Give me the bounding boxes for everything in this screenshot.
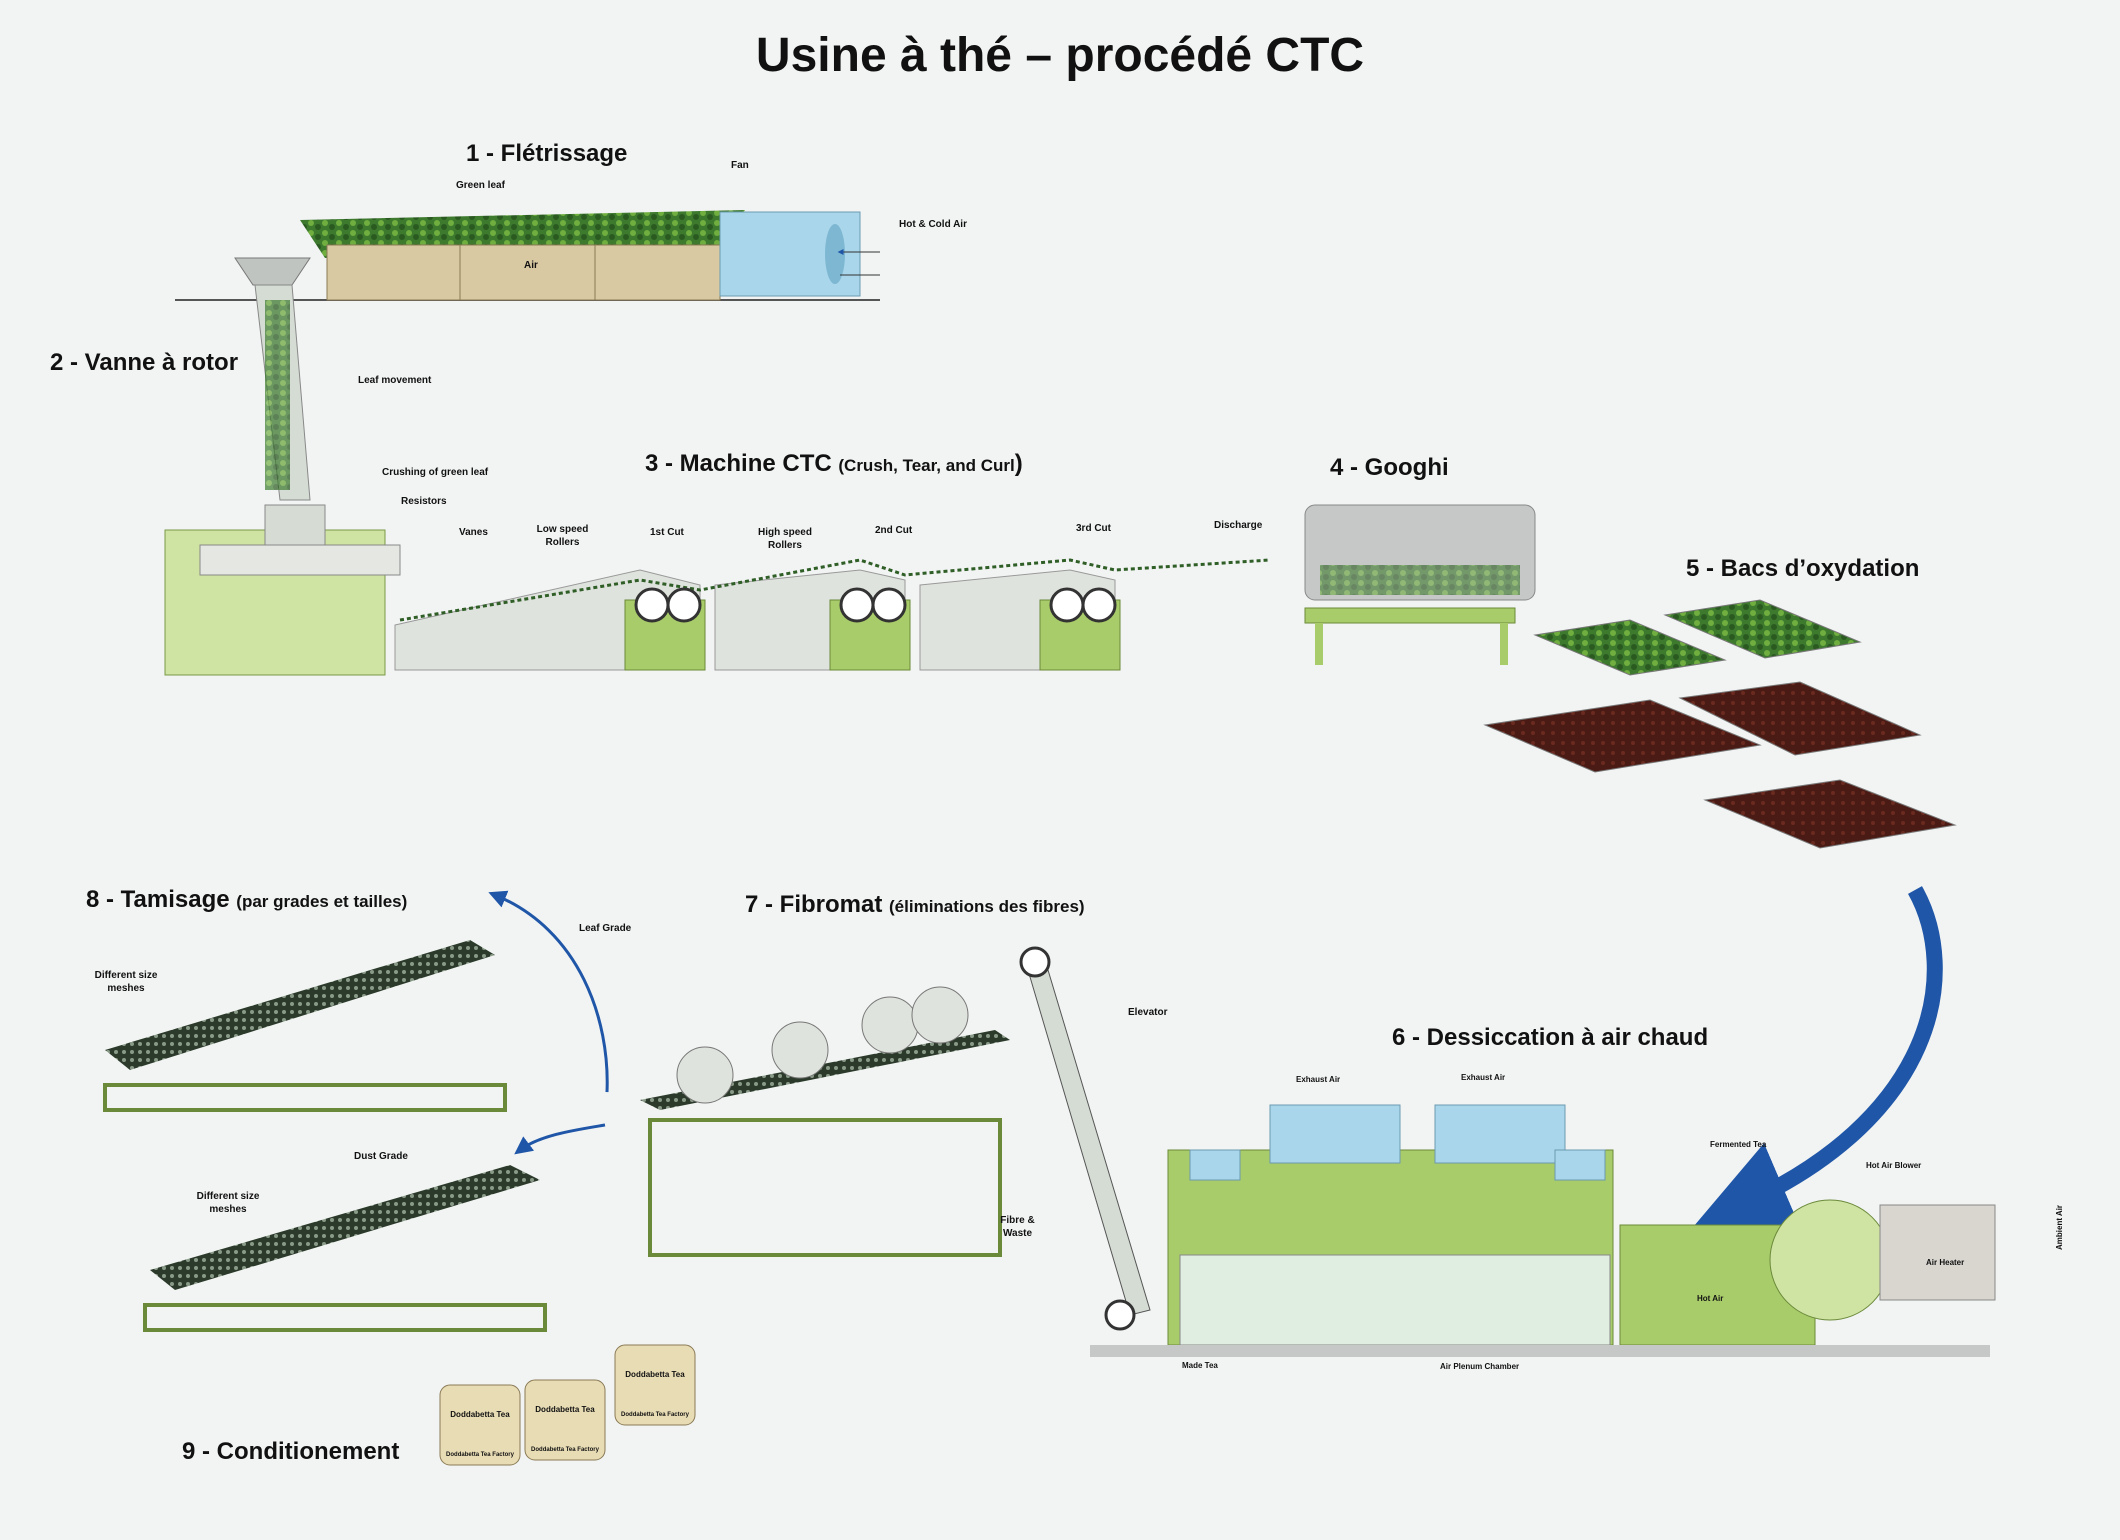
step-3-title: 3 - Machine CTC (645, 450, 832, 477)
bag-factory-3: Doddabetta Tea Factory (621, 1412, 689, 1418)
step-6-label: 6 - Dessiccation à air chaud (1392, 1024, 1709, 1051)
annotation-fibre-waste: Fibre & Waste (1000, 1215, 1035, 1239)
step-9-label: 9 - Conditionement (182, 1438, 400, 1465)
flow-arrow-oxidation-to-dryer (1694, 886, 1943, 1232)
annotation-vanes: Vanes (459, 527, 488, 538)
annotation-resistors: Resistors (401, 496, 447, 507)
step-8-title: 8 - Tamisage (86, 886, 230, 913)
bag-label-3: Doddabetta Tea (625, 1370, 685, 1379)
withering-trough (175, 210, 880, 301)
step-3-subtitle: (Crush, Tear, and Curl (838, 456, 1015, 475)
annotation-dust-grade: Dust Grade (354, 1151, 408, 1162)
step-8-label: 8 - Tamisage (par grades et tailles) (86, 886, 407, 914)
bag-label-2: Doddabetta Tea (535, 1405, 595, 1414)
googhi-drum (1304, 504, 1536, 665)
step-2-label: 2 - Vanne à rotor (50, 349, 239, 376)
annotation-exhaust-air-1: Exhaust Air (1296, 1075, 1341, 1084)
bag-factory-2: Doddabetta Tea Factory (531, 1447, 599, 1453)
annotation-air: Air (524, 260, 538, 271)
oxidation-trays (1483, 599, 1957, 849)
annotation-discharge: Discharge (1214, 520, 1263, 531)
step-7-label: 7 - Fibromat (éliminations des fibres) (745, 891, 1085, 919)
ctc-machine-line (164, 504, 1271, 676)
annotation-fan: Fan (731, 160, 749, 171)
step-1-label: 1 - Flétrissage (466, 140, 628, 167)
step-7-subtitle: (éliminations des fibres) (889, 897, 1085, 916)
annotation-air-heater: Air Heater (1926, 1258, 1965, 1267)
tea-bags (439, 1344, 696, 1466)
annotation-fermented-tea: Fermented Tea (1710, 1140, 1767, 1149)
annotation-1st-cut: 1st Cut (650, 527, 684, 538)
annotation-ambient-air: Ambient Air (2055, 1204, 2064, 1250)
bag-label-1: Doddabetta Tea (450, 1410, 510, 1419)
rotor-vane-chute (234, 257, 311, 501)
fibromat (640, 946, 1151, 1331)
annotation-high-speed-rollers: High speed Rollers (758, 527, 812, 551)
annotation-hot-cold-air: Hot & Cold Air (899, 219, 967, 230)
step-8-subtitle: (par grades et tailles) (236, 892, 408, 911)
page-title: Usine à thé – procédé CTC (755, 29, 1365, 82)
annotation-leaf-movement: Leaf movement (358, 375, 432, 386)
annotation-made-tea: Made Tea (1182, 1361, 1218, 1370)
annotation-hot-air: Hot Air (1697, 1294, 1724, 1303)
annotation-3rd-cut: 3rd Cut (1076, 523, 1111, 534)
annotation-air-plenum-chamber: Air Plenum Chamber (1440, 1362, 1520, 1371)
annotation-different-meshes-2: Different size meshes (196, 1191, 260, 1215)
annotation-hot-air-blower: Hot Air Blower (1866, 1161, 1922, 1170)
step-3-paren: ) (1014, 450, 1023, 477)
annotation-crushing: Crushing of green leaf (382, 467, 489, 478)
step-5-label: 5 - Bacs d’oxydation (1686, 555, 1920, 582)
annotation-elevator: Elevator (1128, 1007, 1168, 1018)
step-3-label: 3 - Machine CTC (Crush, Tear, and Curl) (645, 450, 1023, 478)
step-7-title: 7 - Fibromat (745, 891, 883, 918)
bag-factory-1: Doddabetta Tea Factory (446, 1452, 514, 1458)
hot-air-dryer (1090, 1104, 1996, 1357)
annotation-low-speed-rollers: Low speed Rollers (536, 524, 589, 548)
annotation-different-meshes-1: Different size meshes (94, 970, 158, 994)
annotation-exhaust-air-2: Exhaust Air (1461, 1073, 1506, 1082)
step-4-label: 4 - Googhi (1330, 454, 1449, 481)
annotation-leaf-grade: Leaf Grade (579, 923, 632, 934)
annotation-green-leaf: Green leaf (456, 180, 505, 191)
sorters (103, 890, 609, 1332)
annotation-2nd-cut: 2nd Cut (875, 525, 913, 536)
